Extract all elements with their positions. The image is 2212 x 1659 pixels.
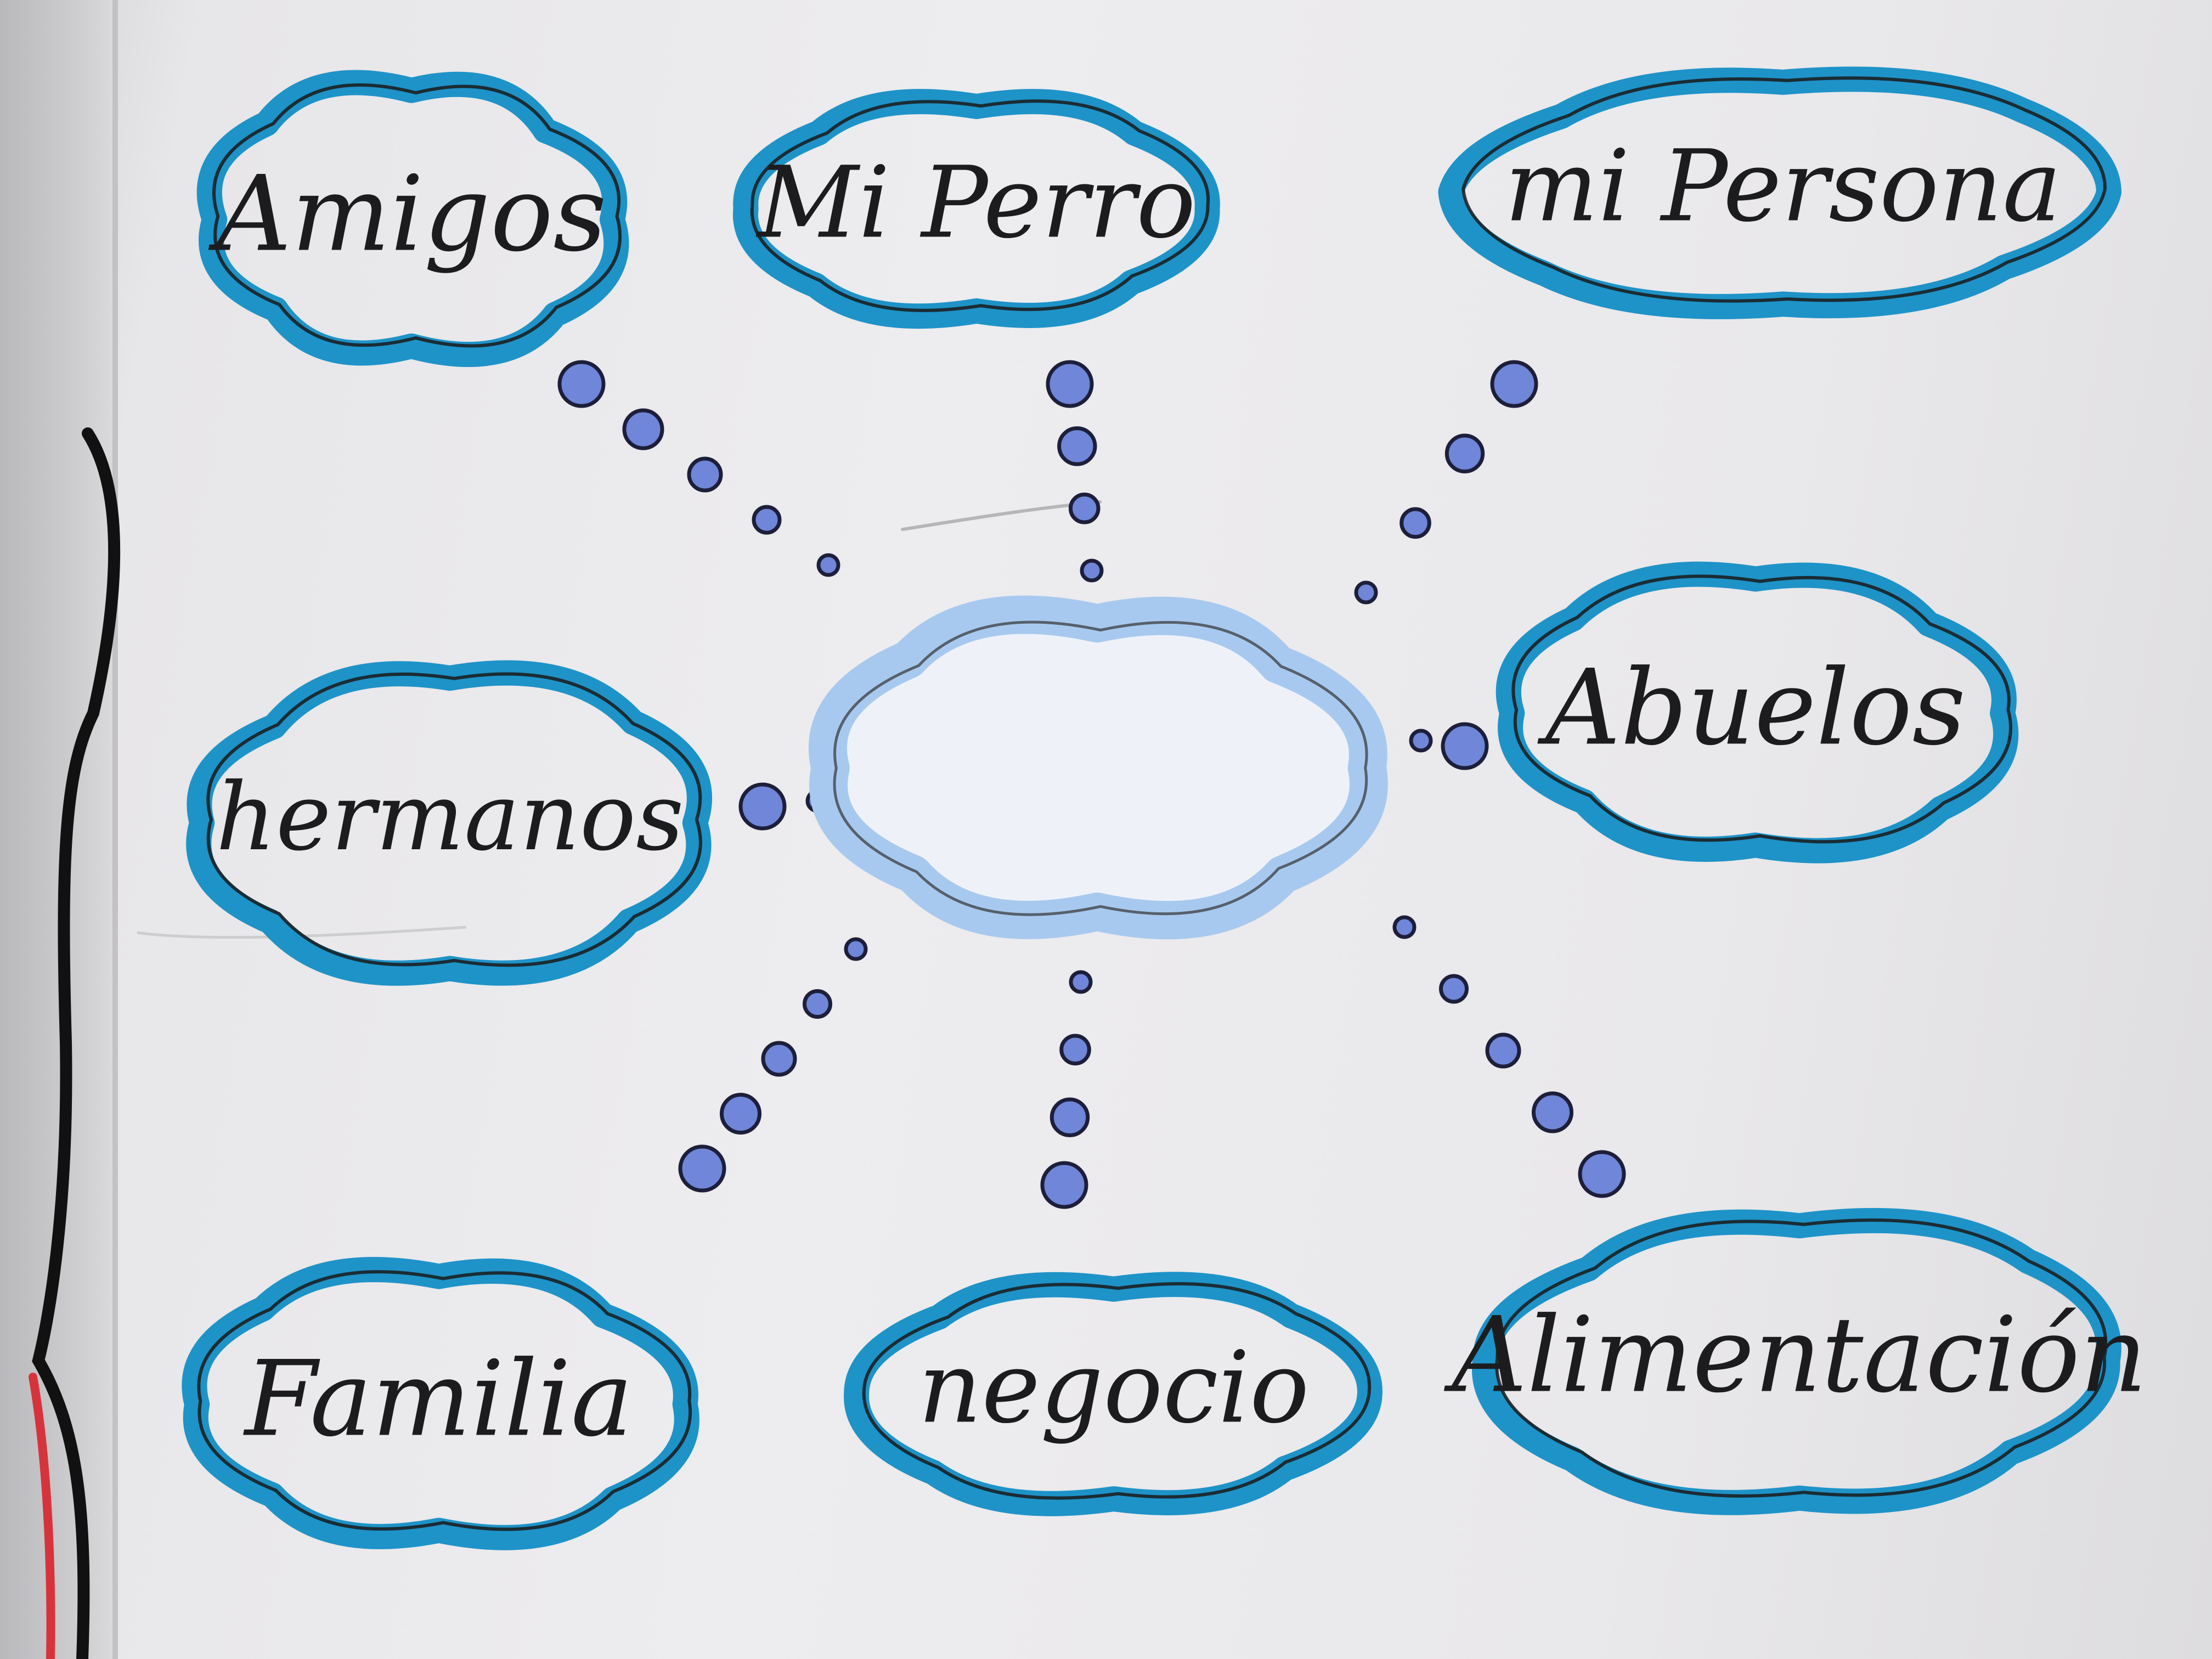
connector-dot-familia (720, 1093, 761, 1135)
connector-dot-familia (803, 989, 832, 1019)
connector-dot-mi-perro (1057, 426, 1097, 466)
connector-dot-abuelos (1409, 729, 1433, 753)
connector-dot-alimentacion (1392, 915, 1417, 939)
connector-dot-amigos (557, 360, 606, 408)
connector-dot-amigos (816, 553, 840, 577)
connector-dot-abuelos (1441, 722, 1489, 770)
connector-dot-negocio (1069, 970, 1093, 994)
connector-dot-alimentacion (1485, 1032, 1521, 1069)
cloud-ink-abuelos (1511, 574, 2012, 844)
notebook-fold (112, 0, 118, 1659)
connector-dot-hermanos (738, 782, 787, 831)
cloud-ink-familia (197, 1270, 692, 1531)
connector-dot-negocio (1059, 1034, 1091, 1066)
cloud-layer (182, 66, 2121, 1550)
center-cloud (808, 595, 1388, 940)
node-label-alimentacion: Alimentación (1452, 1294, 2147, 1416)
cloud-node-abuelos (1496, 561, 2019, 864)
cloud-ink-hermanos (206, 672, 702, 967)
connector-dot-familia (844, 937, 868, 961)
connector-dot-alimentacion (1439, 974, 1469, 1004)
cloud-ink-amigos (212, 83, 622, 348)
cable (32, 427, 121, 1659)
connector-dot-amigos (752, 505, 782, 535)
connector-dots (557, 360, 1626, 1209)
node-label-familia: Familia (245, 1338, 633, 1460)
connector-dot-mi-persona (1400, 507, 1431, 539)
cloud-node-amigos (196, 70, 629, 367)
connector-dot-familia (678, 1144, 726, 1193)
cloud-node-alimentacion (1472, 1207, 2121, 1515)
node-label-mi-perro: Mi Perro (757, 145, 1196, 261)
cloud-ink-mi-persona (1462, 76, 2107, 303)
connector-dot-mi-perro (1080, 558, 1104, 583)
cloud-node-familia (182, 1257, 699, 1550)
connector-dot-alimentacion (1532, 1091, 1573, 1133)
connector-dot-negocio (1040, 1161, 1088, 1209)
node-label-abuelos: Abuelos (1545, 647, 1966, 769)
node-label-amigos: Amigos (216, 153, 607, 275)
connector-dot-negocio (1049, 1097, 1090, 1137)
connector-dot-mi-persona (1444, 433, 1485, 473)
connector-dot-mi-perro (1068, 492, 1101, 524)
center-cloud-ink (833, 620, 1368, 916)
cloud-ink-alimentacion (1495, 1218, 2108, 1498)
node-label-mi-persona: mi Persona (1504, 129, 2062, 244)
cloud-ink-negocio (862, 1282, 1372, 1500)
connector-dot-amigos (687, 456, 723, 493)
cloud-ink-mi-perro (750, 99, 1210, 312)
connector-dot-alimentacion (1578, 1150, 1626, 1198)
cable-red (29, 1373, 55, 1659)
connector-dot-mi-persona (1354, 580, 1378, 605)
node-label-negocio: negocio (918, 1330, 1310, 1446)
connector-dot-amigos (622, 408, 664, 450)
connector-dot-familia (761, 1041, 797, 1077)
connector-dot-mi-persona (1490, 360, 1538, 408)
notebook-edge (0, 0, 118, 1659)
connector-dot-mi-perro (1046, 360, 1094, 408)
node-label-hermanos: hermanos (216, 763, 684, 872)
